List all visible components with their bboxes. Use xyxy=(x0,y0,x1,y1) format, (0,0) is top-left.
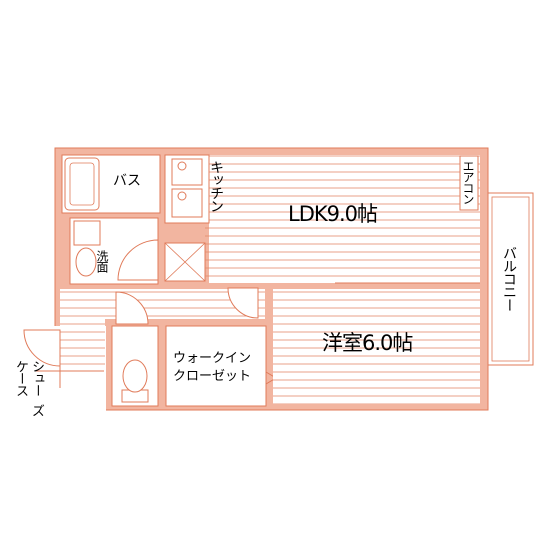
aircon-unit xyxy=(459,155,479,211)
western-room-stripes xyxy=(273,289,480,404)
ldk-floor-stripes xyxy=(209,155,480,283)
bath-label: バス xyxy=(113,173,141,189)
hallway-lower-stripes xyxy=(60,319,105,371)
bathtub xyxy=(64,157,100,211)
kitchen-label: キッチン xyxy=(208,160,224,212)
stove-burner xyxy=(177,191,187,201)
balcony-label: バルコニー xyxy=(501,246,517,311)
toilet-door-swing xyxy=(115,291,149,325)
stove-burner xyxy=(177,161,187,171)
shoe-case-label-line1: シュー xyxy=(29,360,44,396)
washroom-door-swing xyxy=(117,239,159,281)
wash-basin xyxy=(73,220,101,246)
balcony-inner xyxy=(491,196,530,362)
kitchen-sink xyxy=(171,188,203,218)
bathtub-inner xyxy=(69,162,95,206)
closet-label-line2: クローゼット xyxy=(173,369,252,384)
entrance-door-swing xyxy=(23,329,61,367)
shoe-case-label-line3: ズ xyxy=(29,404,44,416)
fridge-cross xyxy=(164,242,206,282)
hall-door-swing xyxy=(227,287,259,319)
washing-machine xyxy=(75,247,97,277)
walkin-closet xyxy=(165,325,267,407)
kitchen-lower-floor xyxy=(205,223,209,283)
closet-label-line1: ウォークイン xyxy=(173,351,252,366)
kitchen-stove xyxy=(171,158,203,186)
toilet-bowl xyxy=(122,359,148,393)
aircon-label: エアコン xyxy=(461,160,475,204)
washroom-label: 洗面 xyxy=(95,250,109,272)
shoe-case-label-line2: ケース xyxy=(13,360,28,396)
ldk-label: LDK9.0帖 xyxy=(288,202,378,226)
balcony xyxy=(487,192,534,366)
western-room-label: 洋室6.0帖 xyxy=(322,331,413,355)
